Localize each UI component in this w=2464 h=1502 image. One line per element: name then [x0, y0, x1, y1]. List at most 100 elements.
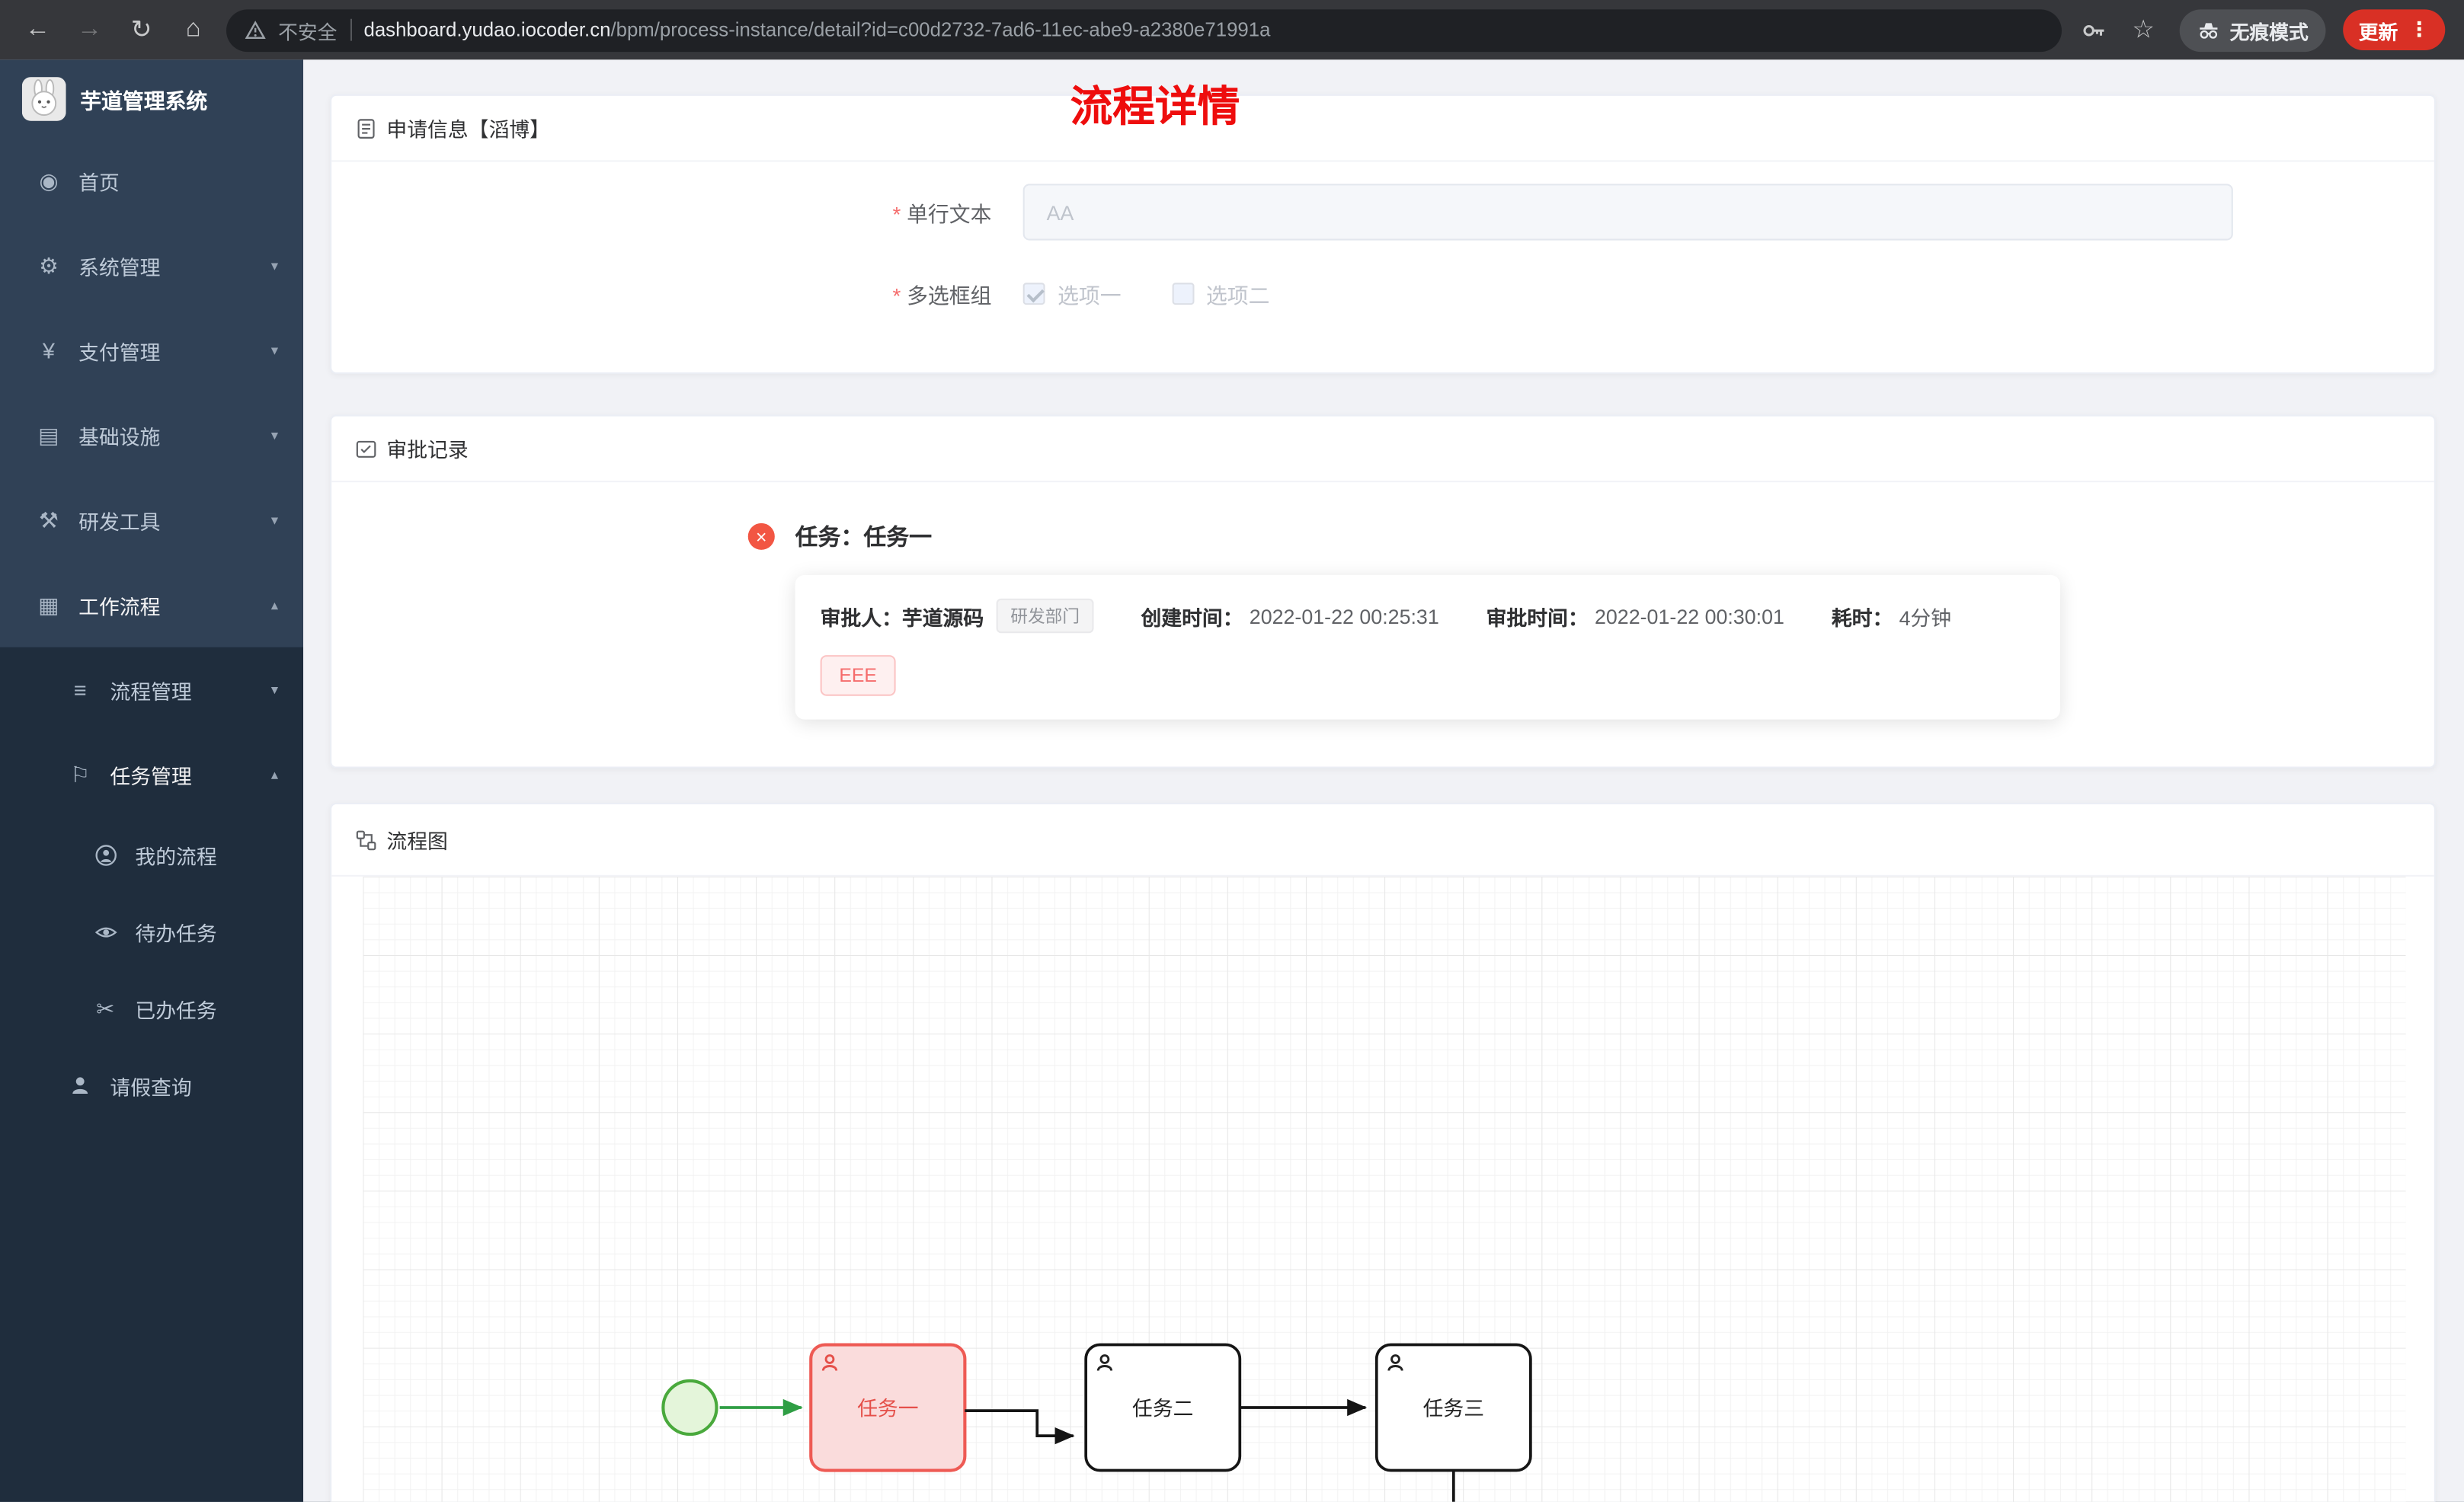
checkbox-option-2-label: 选项二: [1205, 284, 1270, 308]
dept-tag: 研发部门: [996, 598, 1094, 634]
chevron-down-icon: ▾: [270, 257, 279, 273]
forward-button[interactable]: →: [77, 15, 103, 43]
workflow-icon: ▦: [38, 591, 59, 617]
process-diagram-card-header: 流程图: [331, 804, 2434, 877]
approve-time-group: 审批时间： 2022-01-22 00:30:01: [1486, 601, 1784, 631]
approval-record-card: 审批记录 × 任务：任务一 审批人： 芋道源码 研发部门 创建时间： 2022-…: [330, 414, 2436, 769]
chevron-down-icon: ▾: [270, 341, 279, 358]
eye-icon: [91, 921, 120, 944]
diagram-icon: [356, 829, 376, 850]
incognito-spy-icon: [2200, 22, 2218, 38]
sidebar-item-process-management[interactable]: ≡ 流程管理 ▾: [0, 647, 303, 732]
approval-detail-line: 审批人： 芋道源码 研发部门 创建时间： 2022-01-22 00:25:31…: [820, 598, 2035, 634]
process-list-icon: ≡: [73, 676, 87, 702]
sidebar-item-my-process[interactable]: 我的流程: [0, 817, 303, 894]
rabbit-logo-icon: [21, 77, 66, 121]
checkbox-unchecked-icon: [1171, 283, 1194, 305]
task-title: 任务：任务一: [795, 526, 933, 551]
duration-value: 4分钟: [1899, 606, 1952, 630]
back-button[interactable]: ←: [25, 15, 50, 43]
bookmark-star-icon[interactable]: ☆: [2132, 17, 2155, 44]
checkbox-checked-icon: [1022, 283, 1045, 305]
approval-detail-box: 审批人： 芋道源码 研发部门 创建时间： 2022-01-22 00:25:31…: [795, 574, 2060, 720]
address-bar[interactable]: 不安全 dashboard.yudao.iocoder.cn/bpm/proce…: [226, 8, 2062, 52]
rejected-status-icon: ×: [747, 523, 775, 550]
task-flag-icon: ⚐: [70, 761, 91, 787]
bpmn-flow-task1-to-task2: [965, 1409, 1075, 1445]
sidebar: 芋道管理系统 ◉ 首页 ⚙ 系统管理 ▾ ¥ 支付管理 ▾ ▤ 基础设施 ▾: [0, 59, 304, 1502]
approver-label: 审批人：: [820, 606, 902, 630]
bpmn-task-1[interactable]: 任务一: [809, 1343, 967, 1472]
approver-group: 审批人： 芋道源码 研发部门: [820, 598, 1094, 634]
gear-icon: ⚙: [38, 252, 59, 278]
apply-info-card-title: 申请信息【滔博】: [386, 117, 550, 142]
sidebar-item-todo-tasks[interactable]: 待办任务: [0, 894, 303, 971]
dashboard-icon: ◉: [39, 167, 59, 193]
create-time-label: 创建时间：: [1141, 606, 1243, 630]
diagram-body: 任务一 任务二 任务三: [331, 876, 2434, 1502]
create-time-group: 创建时间： 2022-01-22 00:25:31: [1141, 601, 1438, 631]
checkbox-option-2[interactable]: 选项二: [1171, 278, 1270, 309]
bpmn-task-1-label: 任务一: [857, 1397, 918, 1420]
update-label: 更新: [2358, 21, 2398, 43]
text-field-label: 单行文本: [331, 197, 1007, 228]
sidebar-item-home[interactable]: ◉ 首页: [0, 139, 303, 223]
bpmn-canvas[interactable]: 任务一 任务二 任务三: [363, 876, 2406, 1502]
record-icon: [356, 439, 376, 457]
chevron-down-icon: ▾: [270, 426, 279, 443]
address-divider: [349, 18, 352, 41]
incognito-label: 无痕模式: [2229, 21, 2309, 43]
document-icon: [357, 118, 375, 138]
payment-icon: ¥: [42, 337, 55, 363]
done-task-icon: ✂: [96, 995, 115, 1021]
bpmn-task-2[interactable]: 任务二: [1084, 1343, 1242, 1472]
url-text: dashboard.yudao.iocoder.cn/bpm/process-i…: [364, 19, 1271, 41]
person-icon: [66, 1075, 94, 1097]
update-button[interactable]: 更新 ⋮: [2343, 9, 2446, 50]
approve-time-label: 审批时间：: [1486, 606, 1589, 630]
bpmn-task-3[interactable]: 任务三: [1374, 1343, 1532, 1472]
sidebar-item-done-tasks[interactable]: ✂ 已办任务: [0, 971, 303, 1048]
bpmn-task-3-label: 任务三: [1423, 1397, 1484, 1420]
sidebar-item-infrastructure[interactable]: ▤ 基础设施 ▾: [0, 393, 303, 478]
sidebar-menu: ◉ 首页 ⚙ 系统管理 ▾ ¥ 支付管理 ▾ ▤ 基础设施 ▾ ⚒ 研发工具 ▾: [0, 139, 303, 647]
toolbar-right: ☆ 无痕模式 更新 ⋮: [2081, 8, 2446, 52]
chevron-down-icon: ▾: [270, 681, 279, 697]
bpmn-task-2-label: 任务二: [1132, 1397, 1193, 1420]
process-diagram-card: 流程图: [330, 802, 2436, 1502]
browser-menu-icon[interactable]: ⋮: [2408, 17, 2430, 41]
home-button[interactable]: ⌂: [185, 15, 201, 43]
sidebar-item-system[interactable]: ⚙ 系统管理 ▾: [0, 223, 303, 308]
bpmn-start-event[interactable]: [661, 1379, 718, 1436]
approval-record-card-title: 审批记录: [386, 438, 469, 462]
sidebar-item-payment[interactable]: ¥ 支付管理 ▾: [0, 308, 303, 392]
approval-record-card-header: 审批记录: [331, 417, 2434, 483]
devtools-icon: ⚒: [38, 507, 59, 532]
sidebar-item-task-management[interactable]: ⚐ 任务管理 ▴: [0, 732, 303, 817]
infrastructure-icon: ▤: [38, 421, 59, 447]
checkbox-field-row: 多选框组 选项一 选项二: [331, 278, 2434, 372]
reload-button[interactable]: ↻: [130, 17, 152, 44]
sidebar-item-workflow[interactable]: ▦ 工作流程 ▴: [0, 562, 303, 647]
approver-name: 芋道源码: [901, 606, 984, 630]
duration-label: 耗时：: [1831, 606, 1893, 630]
incognito-badge[interactable]: 无痕模式: [2179, 8, 2326, 52]
app-title: 芋道管理系统: [80, 89, 208, 113]
create-time-value: 2022-01-22 00:25:31: [1249, 604, 1439, 628]
sidebar-item-leave-query[interactable]: 请假查询: [0, 1048, 303, 1123]
key-icon[interactable]: [2081, 17, 2107, 43]
single-line-text-input[interactable]: [1022, 184, 2233, 241]
app-logo[interactable]: 芋道管理系统: [0, 59, 303, 138]
checkbox-field-label: 多选框组: [331, 278, 1007, 309]
checkbox-option-1-label: 选项一: [1058, 284, 1122, 308]
page-title: 流程详情: [1070, 83, 1240, 131]
security-label: 不安全: [278, 21, 338, 43]
process-diagram-card-title: 流程图: [386, 829, 448, 853]
approve-time-value: 2022-01-22 00:30:01: [1594, 604, 1784, 628]
apply-info-card: 申请信息【滔博】 单行文本 多选框组 选项一 选项二: [330, 94, 2436, 374]
sidebar-item-devtools[interactable]: ⚒ 研发工具 ▾: [0, 478, 303, 562]
checkbox-option-1[interactable]: 选项一: [1022, 278, 1122, 309]
browser-toolbar: ← → ↻ ⌂ 不安全 dashboard.yudao.iocoder.cn/b…: [0, 0, 2464, 60]
main-content: 流程详情 申请信息【滔博】 单行文本 多选框组 选项一 选项二: [303, 59, 2464, 1502]
